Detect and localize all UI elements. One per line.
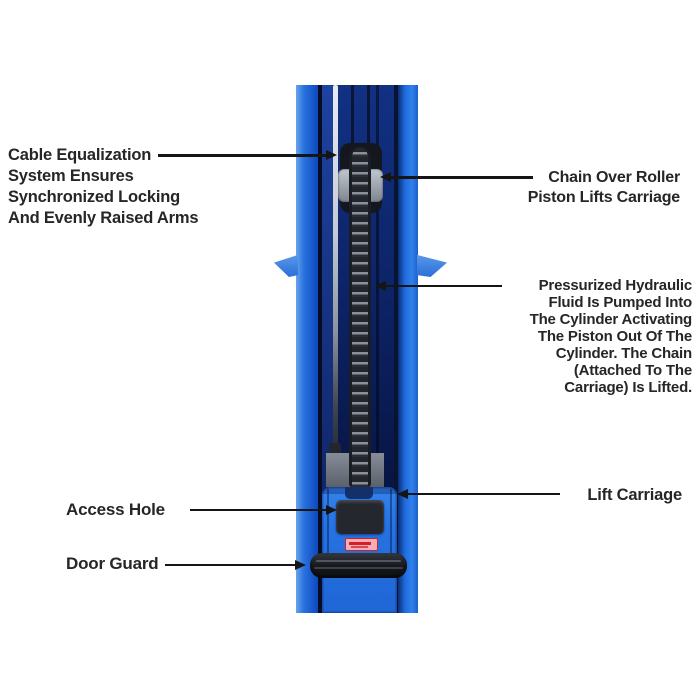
piston-rod-edge-left [351,85,354,149]
cable-equalization-arrow [158,154,328,157]
lift-carriage-arrow [408,492,560,496]
door-guard-label: Door Guard [66,554,159,573]
access-hole [336,500,384,534]
door-guard [310,553,407,578]
cable-equalization-label: Cable Equalization System Ensures Synchr… [8,145,248,229]
column-left-face [296,85,318,613]
label-line: Piston Lifts Carriage [527,189,680,206]
chain-over-roller-arrowhead-icon [380,172,391,182]
column-right-face [398,85,418,613]
piston-rod-edge-right [367,85,370,149]
label-line: The Piston Out Of The [537,328,692,345]
warning-sticker-text-mark [351,546,368,548]
pressurized-hydraulic-arrowhead-icon [375,280,386,291]
label-line: Carriage) Is Lifted. [564,379,692,396]
lift-chain [349,147,371,487]
door-guard-arrowhead-icon [295,559,306,570]
access-hole-label: Access Hole [66,500,165,519]
channel-right-seam [394,85,398,613]
access-hole-arrow [190,508,328,512]
cylinder-edge-line [376,85,379,457]
channel-inner-wall [322,85,333,613]
label-line: (Attached To The [573,362,692,379]
channel-left-seam [318,85,322,613]
carriage-left-seam [327,489,329,559]
label-line: Cable Equalization [8,146,152,164]
label-line: Chain Over Roller [548,169,680,186]
lift-carriage-arrowhead-icon [397,488,408,499]
label-line: Cylinder. The Chain [555,345,692,362]
door-guard-ridge [316,560,401,562]
label-line: The Cylinder Activating [529,311,693,328]
equalization-cable [333,85,338,463]
label-line: Synchronized Locking [8,188,181,206]
chain-over-roller-label: Chain Over Roller Piston Lifts Carriage [460,168,680,208]
warning-sticker-text-mark [349,542,371,545]
chain-over-roller-arrow [391,176,533,179]
lift-carriage-label: Lift Carriage [587,486,682,504]
door-guard-arrow [165,563,297,567]
label-line: System Ensures [8,167,134,185]
carriage-right-seam [390,489,392,559]
door-guard-ridge [314,567,403,569]
pressurized-hydraulic-arrow [386,284,502,288]
left-gusset-fin [274,254,298,277]
right-gusset-fin [417,254,447,277]
cable-equalization-arrowhead-icon [326,149,337,160]
label-line: Fluid Is Pumped Into [548,294,693,311]
warning-sticker [345,538,378,551]
access-hole-arrowhead-icon [326,504,337,515]
label-line: And Evenly Raised Arms [8,209,199,227]
pressurized-hydraulic-label: Pressurized Hydraulic Fluid Is Pumped In… [492,277,693,396]
label-line: Pressurized Hydraulic [538,277,693,294]
carriage-chain-notch [345,487,373,499]
